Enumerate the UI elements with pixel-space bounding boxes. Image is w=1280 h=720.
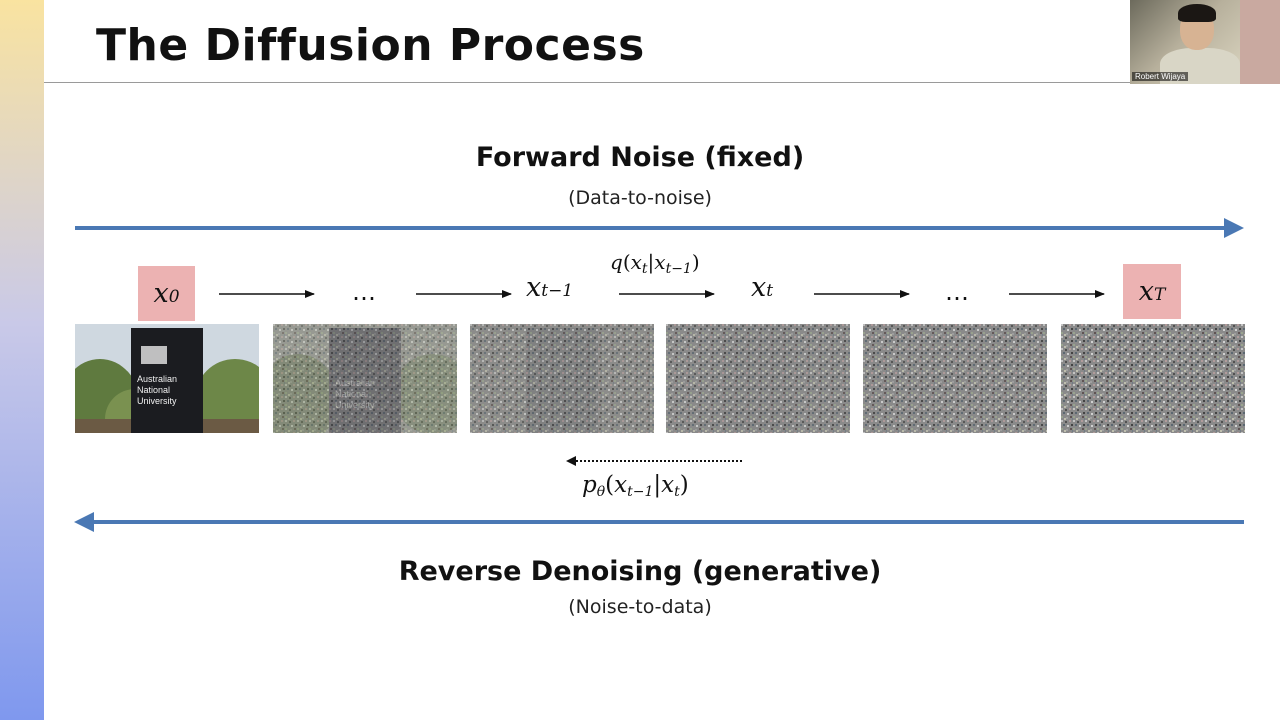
forward-subheading: (Data-to-noise)	[568, 187, 712, 209]
ellipsis-2: …	[945, 278, 970, 306]
image-step-4	[863, 324, 1047, 433]
image-x0: Australian National University	[75, 324, 259, 433]
sign-line-3: University	[137, 396, 177, 406]
state-xT: xT	[1123, 264, 1181, 319]
forward-arrowhead	[1224, 218, 1244, 238]
image-step-1: Australian National University	[273, 324, 457, 433]
reverse-arrowhead	[74, 512, 94, 532]
slide-title: The Diffusion Process	[96, 20, 645, 71]
participant-hair	[1178, 4, 1216, 22]
decorative-side-gradient	[0, 0, 44, 720]
forward-transition-formula: q(xt|xt−1)	[610, 250, 700, 277]
image-x-t	[666, 324, 850, 433]
webcam-thumbnail[interactable]: Robert Wijaya	[1130, 0, 1280, 84]
state-x-t: xt	[751, 272, 774, 303]
reverse-transition-formula: pθ(xt−1|xt)	[582, 472, 689, 500]
title-divider	[44, 82, 1280, 83]
image-xT	[1061, 324, 1245, 433]
state-x0: x0	[138, 266, 195, 321]
reverse-subheading: (Noise-to-data)	[568, 596, 712, 618]
reverse-heading: Reverse Denoising (generative)	[398, 556, 882, 587]
sign-line-1: Australian	[137, 374, 177, 384]
participant-name-label: Robert Wijaya	[1132, 72, 1189, 81]
image-x-t-minus-1	[470, 324, 654, 433]
forward-heading: Forward Noise (fixed)	[475, 142, 805, 173]
ellipsis-1: …	[352, 278, 377, 306]
sign-line-2: National	[137, 385, 170, 395]
state-x-t-minus-1: xt−1	[526, 272, 574, 303]
